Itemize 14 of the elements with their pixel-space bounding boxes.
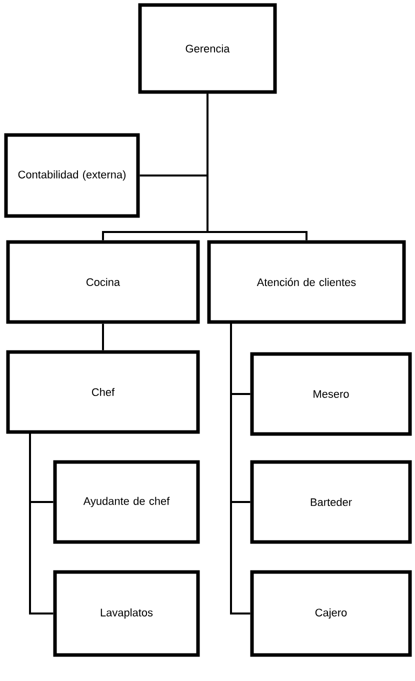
org-box: Mesero bbox=[250, 352, 412, 436]
org-box: Contabilidad (externa) bbox=[4, 133, 140, 218]
connector-line bbox=[102, 324, 104, 350]
org-box: Lavaplatos bbox=[53, 570, 200, 657]
org-box: Chef bbox=[6, 350, 200, 434]
org-box: Cocina bbox=[6, 240, 200, 324]
connector-line bbox=[206, 94, 308, 240]
org-box: Ayudante de chef bbox=[53, 460, 200, 544]
connector-line bbox=[230, 322, 250, 614]
org-box: Gerencia bbox=[138, 3, 277, 94]
org-box: Barteder bbox=[250, 460, 412, 544]
org-box: Atención de clientes bbox=[207, 240, 406, 324]
org-box: Cajero bbox=[250, 570, 412, 657]
connector-line bbox=[29, 432, 54, 614]
